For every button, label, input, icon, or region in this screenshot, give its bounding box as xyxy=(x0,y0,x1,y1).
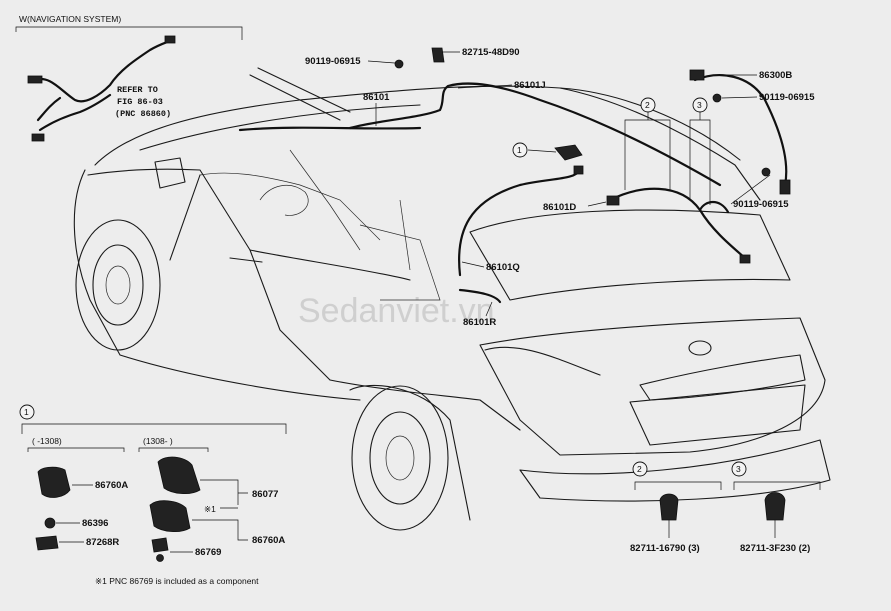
clip-82711-16790-graphic xyxy=(659,493,679,521)
harness-86101 xyxy=(238,126,422,132)
nav-connector xyxy=(164,35,176,44)
part-87268R-label: 87268R xyxy=(86,537,119,548)
nav-connector xyxy=(27,75,43,84)
watermark: Sedanviet.vn xyxy=(298,292,495,330)
part-87268R-graphic xyxy=(35,535,59,551)
detail-2-bracket xyxy=(634,481,722,490)
part-86396-graphic xyxy=(44,517,56,529)
part-86760A-b-label: 86760A xyxy=(252,535,285,546)
steering-wheel xyxy=(259,184,309,216)
nav-refer-line: REFER TO xyxy=(117,85,158,95)
side-mirror xyxy=(154,157,186,189)
detail-2-marker-label: 2 xyxy=(637,464,642,474)
detail-2-marker xyxy=(632,461,648,477)
callout-86300B: 86300B xyxy=(759,70,792,81)
detail-1-marker-label: 1 xyxy=(24,407,29,417)
nav-connector xyxy=(31,133,45,142)
emblem xyxy=(688,340,712,356)
nav-harness-wire xyxy=(33,38,174,103)
harness-86101D xyxy=(608,187,747,260)
detail-3-bracket xyxy=(733,481,821,490)
part-86077-label: 86077 xyxy=(252,489,278,500)
rear-wheel xyxy=(351,385,449,531)
callout-82715-48D90: 82715-48D90 xyxy=(462,47,520,58)
bolt xyxy=(761,167,771,177)
nav-section: W(NAVIGATION SYSTEM) REFER TO FIG 86-03 … xyxy=(15,14,243,142)
connector xyxy=(573,165,584,175)
callout-86101Q: 86101Q xyxy=(486,262,520,273)
bolt xyxy=(712,93,722,103)
harnesses xyxy=(238,47,791,304)
marker-1-label: 1 xyxy=(517,145,522,155)
detail-3: 3 82711-3F230 (2) xyxy=(731,461,821,554)
clip xyxy=(431,47,445,63)
part-86769-graphic xyxy=(151,537,169,553)
harness-86101Q xyxy=(458,168,582,277)
callouts: 90119-06915 82715-48D90 86101J 86101 863… xyxy=(305,47,815,328)
callout-86101J: 86101J xyxy=(514,80,546,91)
detail-1-bracket xyxy=(21,423,287,434)
detail-1: 1 ( -1308) (1308- ) 86760A 86396 87268R … xyxy=(19,404,287,586)
detail-1-footnote: ※1 PNC 86769 is included as a component xyxy=(95,576,259,586)
marker-1 xyxy=(512,142,528,158)
nav-section-title: W(NAVIGATION SYSTEM) xyxy=(19,14,121,24)
detail-3-marker xyxy=(731,461,747,477)
harness-86101J xyxy=(348,82,722,187)
marker-3-label: 3 xyxy=(697,100,702,110)
note-mark: ※1 xyxy=(204,504,216,514)
connector xyxy=(606,195,620,206)
connector xyxy=(739,254,751,264)
detail-3-part-label: 82711-3F230 (2) xyxy=(740,543,810,554)
detail-3-marker-label: 3 xyxy=(736,464,741,474)
detail-2-part-label: 82711-16790 (3) xyxy=(630,543,700,554)
harness-86300B xyxy=(693,74,788,187)
detail-1-col-b: (1308- ) xyxy=(143,436,173,446)
detail-2: 2 82711-16790 (3) xyxy=(630,461,722,554)
clip-82711-3F230-graphic xyxy=(764,492,786,521)
nav-refer-line: (PNC 86860) xyxy=(115,109,171,119)
detail-1-col-a: ( -1308) xyxy=(32,436,62,446)
part-86077-graphic xyxy=(157,456,201,494)
bolt xyxy=(394,59,404,69)
detail-1-marker xyxy=(19,404,35,420)
connector xyxy=(779,179,791,195)
callout-86101: 86101 xyxy=(363,92,390,103)
nav-section-bracket xyxy=(15,26,243,40)
marker-2-label: 2 xyxy=(645,100,650,110)
nav-refer-line: FIG 86-03 xyxy=(117,97,163,107)
front-wheel xyxy=(75,219,161,351)
harness-86101R xyxy=(458,288,502,304)
vehicle-body xyxy=(73,67,831,531)
callout-90119-06915-a: 90119-06915 xyxy=(305,56,361,67)
part-86396-label: 86396 xyxy=(82,518,108,529)
part-86769-label: 86769 xyxy=(195,547,221,558)
antenna-part xyxy=(554,144,583,161)
part-86760A-graphic xyxy=(37,466,71,498)
connector xyxy=(689,69,705,81)
part-86760A-b-graphic xyxy=(149,500,191,532)
part-86760A-label: 86760A xyxy=(95,480,128,491)
callout-90119-06915-c: 90119-06915 xyxy=(733,199,789,210)
callout-90119-06915-b: 90119-06915 xyxy=(759,92,815,103)
callout-86101R: 86101R xyxy=(463,317,496,328)
callout-86101D: 86101D xyxy=(543,202,576,213)
